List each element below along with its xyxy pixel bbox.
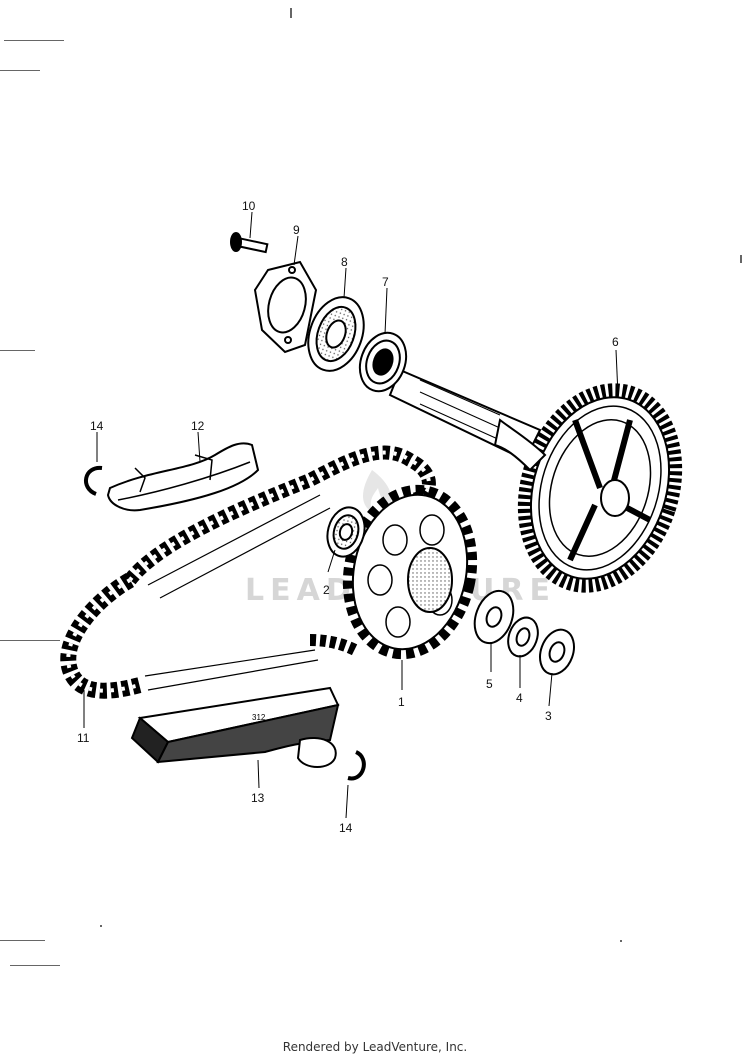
footer-credit: Rendered by LeadVenture, Inc. (282, 1040, 468, 1054)
bearing-7 (358, 331, 408, 393)
leader-lines (83, 211, 619, 819)
bearing-8 (307, 296, 365, 372)
drive-chain (60, 445, 436, 699)
callout-4: 4 (516, 691, 523, 705)
washer-4 (507, 616, 539, 658)
washer-5 (473, 589, 515, 645)
callout-11: 11 (77, 731, 90, 745)
circlip-upper (84, 465, 103, 496)
callout-9: 9 (293, 223, 300, 237)
lower-chain-guide: 312 (130, 686, 340, 768)
callout-3: 3 (545, 709, 552, 723)
callout-10: 10 (242, 199, 256, 213)
callout-5: 5 (486, 677, 493, 691)
callout-6: 6 (612, 335, 619, 349)
output-shaft (388, 368, 547, 472)
callout-1: 1 (398, 695, 405, 709)
callout-numbers: 1 2 3 4 5 6 7 8 9 10 11 12 13 14 14 (77, 199, 619, 835)
callout-14-lower: 14 (339, 821, 353, 835)
driven-gear (517, 383, 683, 593)
bearing-retainer-plate (253, 260, 318, 354)
drive-sprocket (342, 484, 478, 660)
part-stamp: 312 (252, 713, 266, 722)
scan-noise (0, 8, 742, 966)
callout-12: 12 (191, 419, 205, 433)
callout-7: 7 (382, 275, 389, 289)
callout-2: 2 (323, 583, 330, 597)
upper-chain-guide (106, 442, 260, 512)
callout-14-upper: 14 (90, 419, 104, 433)
washer-3 (539, 628, 575, 676)
callout-8: 8 (341, 255, 348, 269)
callout-13: 13 (251, 791, 265, 805)
sprocket-bearing (326, 506, 366, 558)
circlip-lower (347, 750, 366, 781)
screw (230, 232, 269, 254)
